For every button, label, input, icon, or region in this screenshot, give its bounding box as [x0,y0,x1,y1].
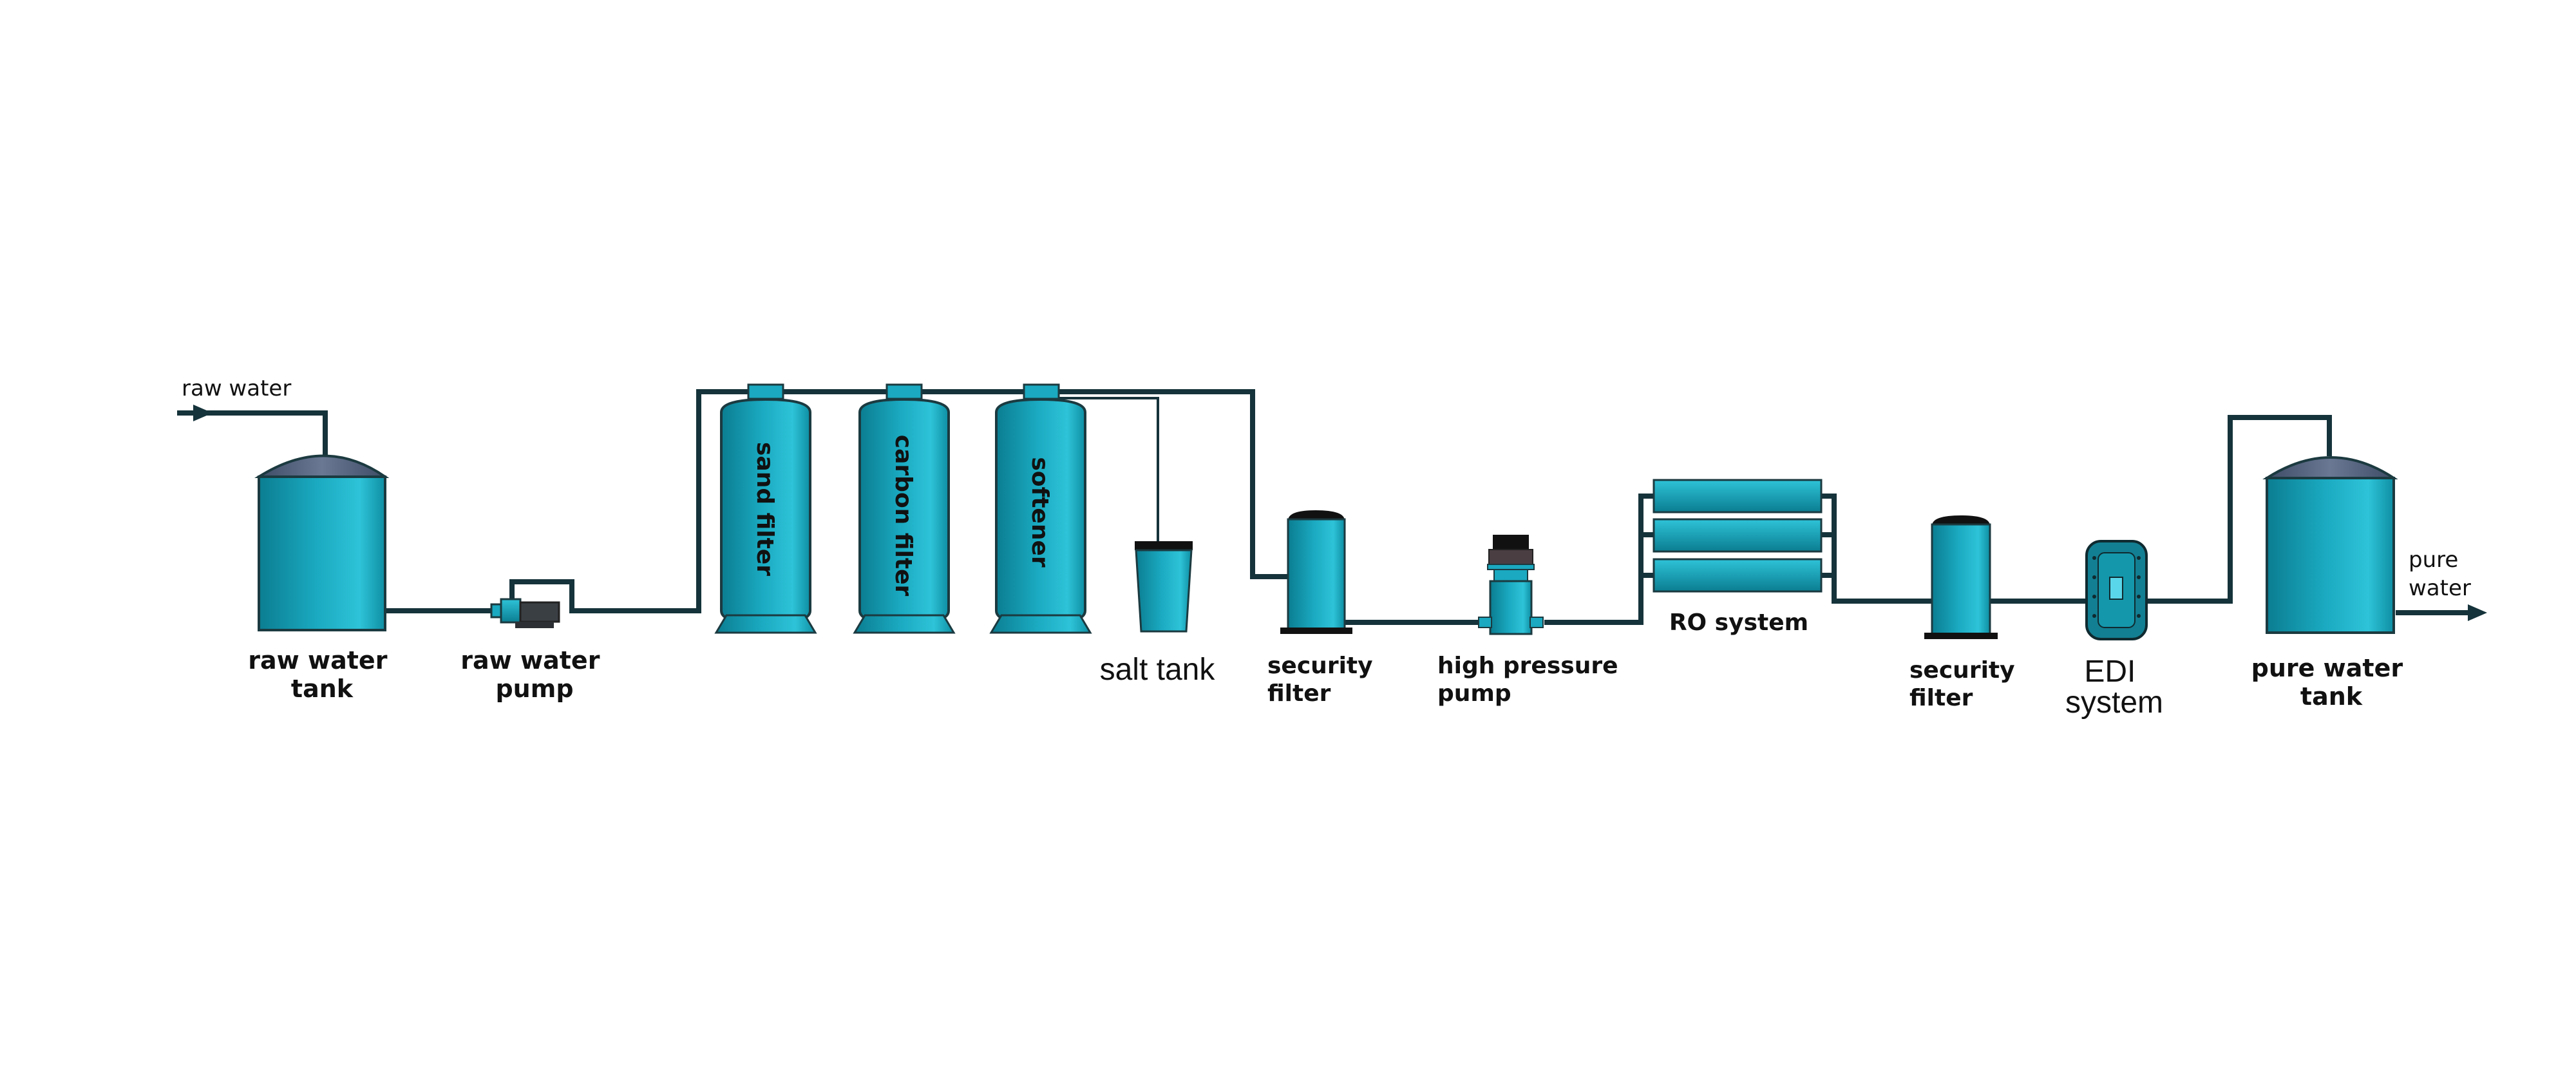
raw-water-tank-label: raw water tank [248,646,395,703]
ro-outlet-pipe [1821,494,1932,604]
salt-tank [1135,541,1193,633]
edi-system-label: EDI system [2065,655,2163,720]
pure-water-tank [2262,456,2398,634]
pipes [177,389,2487,625]
outlet-arrow-icon [2468,604,2487,621]
softener-label: softener [1027,457,1053,567]
pump-to-filters-pipe [509,389,1288,613]
ro-system-label: RO system [1669,609,1808,636]
security-filter-2 [1924,515,1998,639]
pure-water-outlet-label: pure water [2409,547,2471,601]
softener-vessel: softener [989,383,1092,634]
edi-to-pure-tank-pipe [2146,415,2332,604]
security-filter-1-label: security filter [1267,653,1381,707]
security-filter-2-label: security filter [1909,657,2023,711]
brine-line [1059,397,1159,541]
salt-tank-label: salt tank [1100,653,1216,687]
raw-water-pump-icon [490,598,560,628]
carbon-filter-label: carbon filter [890,435,916,597]
high-pressure-pump-label: high pressure pump [1437,653,1626,707]
pure-water-tank-label: pure water tank [2251,654,2412,711]
high-pressure-pump-icon [1478,535,1544,635]
raw-water-tank [254,454,390,631]
carbon-filter-vessel: carbon filter [853,383,956,634]
sand-filter-vessel: sand filter [714,383,817,634]
raw-water-pump-label: raw water pump [460,646,608,703]
edi-module-icon [2085,540,2148,640]
sand-filter-label: sand filter [752,442,778,576]
raw-water-inlet-pipe [177,410,328,455]
ro-system-membranes [1653,479,1823,593]
security-filter-1 [1280,510,1352,634]
raw-water-inlet-label: raw water [182,376,291,401]
inlet-arrow-icon [193,405,213,421]
hp-pump-to-ro-pipe [1544,494,1654,625]
